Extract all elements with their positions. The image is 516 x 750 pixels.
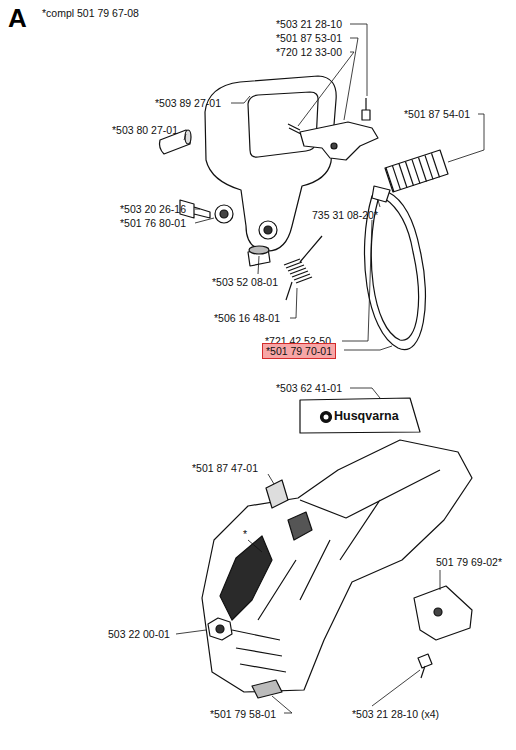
part-number: 501 79 69-02* [436, 556, 502, 568]
guard-hole [259, 221, 277, 239]
highlighted-part-box: *501 79 70-01 [262, 343, 336, 359]
brake-spring [385, 150, 448, 192]
coil-stroke [432, 153, 440, 177]
cover-shading [220, 536, 272, 620]
logo-icon-ring [324, 415, 329, 420]
hand-guard [205, 76, 336, 251]
brand-logo: Husqvarna [334, 410, 399, 422]
guard-screw-head [249, 246, 269, 254]
logo-icon [321, 412, 332, 423]
part-number: *501 87 54-01 [404, 108, 470, 120]
part-number: *503 21 28-10 [276, 18, 342, 30]
lever-hole [331, 143, 337, 149]
coil-stroke [386, 168, 394, 192]
bracket [266, 480, 288, 508]
part-number: *720 12 33-00 [276, 46, 342, 58]
part-number: *501 87 47-01 [192, 462, 258, 474]
part-number: *506 16 48-01 [214, 312, 280, 324]
nut-hole [216, 625, 224, 633]
torsion-spring [284, 259, 312, 283]
chain-catcher-plate [414, 586, 472, 640]
screw [362, 98, 370, 120]
screw-x4 [418, 654, 432, 678]
nut [208, 618, 232, 640]
leader-lines [176, 24, 484, 713]
part-number: *503 52 08-01 [212, 276, 278, 288]
cover-ribs [232, 470, 440, 672]
pin [288, 124, 301, 134]
part-number: 503 22 00-01 [108, 628, 170, 640]
part-number: 735 31 08-20* [312, 209, 378, 221]
part-number: *501 79 70-01 [266, 345, 332, 357]
assembly-number: *compl 501 79 67-08 [42, 7, 139, 19]
hand-guard-slot [248, 92, 318, 157]
clutch-cover [202, 440, 472, 692]
part-number: *503 21 28-10 (x4) [352, 708, 439, 720]
coil-stroke [296, 277, 312, 283]
cover-tab [252, 680, 282, 698]
part-number: *503 20 26-16 [120, 203, 186, 215]
part-number: *503 80 27-01 [112, 124, 178, 136]
part-number: *503 62 41-01 [276, 382, 342, 394]
bushing-hole [220, 210, 228, 218]
cover-window [288, 512, 312, 540]
part-number: * [243, 528, 247, 540]
spring-coils [386, 153, 440, 192]
coil-stroke [393, 166, 401, 190]
coil-stroke [412, 160, 420, 184]
part-number: *501 87 53-01 [276, 32, 342, 44]
part-number: *501 79 58-01 [210, 708, 276, 720]
part-number: *503 89 27-01 [155, 97, 221, 109]
part-number: *501 76 80-01 [120, 217, 186, 229]
pin-end [185, 130, 191, 144]
coil-stroke [419, 158, 427, 182]
section-letter: A [8, 4, 27, 32]
coil-stroke [425, 155, 433, 179]
coil-stroke [399, 164, 407, 188]
coil-stroke [406, 162, 414, 186]
spring-leg [286, 236, 322, 300]
bushing [215, 205, 233, 223]
guard-hole-inner [264, 226, 272, 234]
plate-hole [434, 608, 442, 616]
brake-lever [300, 122, 378, 160]
band-clip [372, 186, 390, 202]
decal [300, 398, 420, 433]
